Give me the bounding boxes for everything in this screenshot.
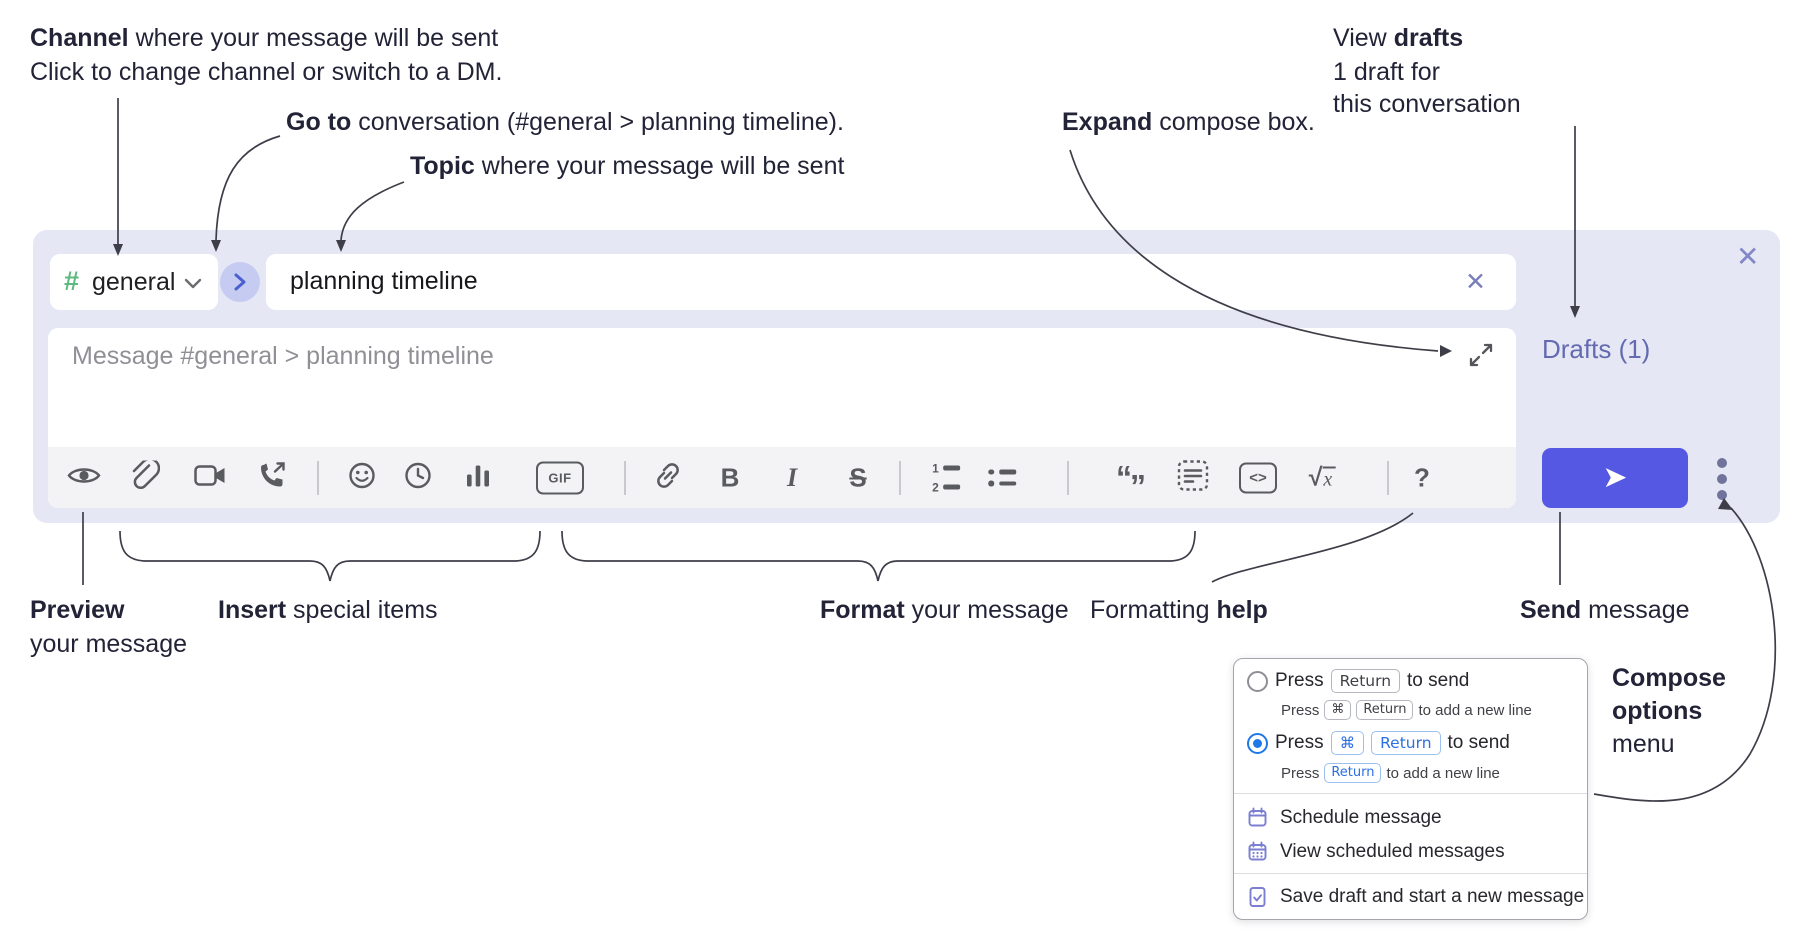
formatting-help-icon[interactable]: ?	[1414, 462, 1430, 492]
close-icon[interactable]: ✕	[1736, 240, 1760, 273]
annotation-send: Send message	[1520, 596, 1690, 624]
drafts-link[interactable]: Drafts (1)	[1542, 334, 1651, 364]
bulleted-list-icon[interactable]	[988, 469, 1016, 486]
toolbar-separator	[899, 460, 901, 495]
menu-item-save-draft[interactable]: Save draft and start a new message	[1247, 880, 1584, 913]
format-brace	[561, 530, 1196, 582]
menu-option-cmd-return-to-send[interactable]: Press ⌘ Return to send	[1247, 731, 1510, 755]
compose-options-button[interactable]	[1706, 452, 1740, 504]
annotation-channel-line2: Click to change channel or switch to a D…	[30, 58, 503, 86]
annotation-preview-line2: your message	[30, 630, 188, 658]
annotation-expand: Expand compose box.	[1062, 108, 1315, 136]
annotation-insert: Insert special items	[218, 596, 438, 624]
annotation-formatting-help: Formatting help	[1090, 596, 1268, 624]
key-return: Return	[1330, 669, 1401, 693]
channel-selector[interactable]: # general	[50, 254, 218, 310]
annotation-channel-bold: Channel	[30, 24, 129, 52]
bold-icon[interactable]: B	[720, 462, 740, 492]
message-input[interactable]: Message #general > planning timeline	[48, 328, 1516, 508]
expand-icon[interactable]	[1468, 342, 1494, 373]
italic-icon[interactable]: I	[786, 462, 798, 492]
blockquote-icon[interactable]: “”	[1116, 459, 1146, 504]
emoji-icon[interactable]	[348, 461, 376, 494]
menu-option1-subtext: Press ⌘ Return to add a new line	[1281, 700, 1532, 720]
annotation-view-drafts: View drafts	[1333, 24, 1464, 52]
topic-input[interactable]: planning timeline ✕	[266, 254, 1516, 310]
radio-selected-icon[interactable]	[1247, 732, 1268, 754]
annotation-format: Format your message	[820, 596, 1069, 624]
toolbar-separator	[624, 460, 626, 495]
send-icon: ➤	[1602, 460, 1628, 495]
menu-separator	[1234, 873, 1587, 874]
menu-item-schedule-message[interactable]: Schedule message	[1247, 802, 1442, 833]
strikethrough-icon[interactable]: S	[849, 462, 867, 492]
menu-item-view-scheduled[interactable]: View scheduled messages	[1247, 836, 1505, 867]
channel-hash-icon: #	[64, 266, 80, 296]
video-icon[interactable]	[194, 464, 226, 491]
annotation-view-drafts-line2: 1 draft for	[1333, 58, 1440, 86]
attachment-icon[interactable]	[128, 457, 161, 495]
menu-separator	[1234, 793, 1587, 794]
preview-icon[interactable]	[67, 464, 101, 491]
menu-option2-subtext: Press Return to add a new line	[1281, 763, 1500, 783]
ordered-list-icon[interactable]: 1 2	[932, 461, 960, 494]
key-cmd: ⌘	[1324, 700, 1352, 720]
insert-brace	[119, 530, 541, 582]
gif-icon[interactable]: GIF	[536, 461, 584, 494]
key-return: Return	[1371, 731, 1441, 755]
code-icon[interactable]: <>	[1239, 462, 1277, 493]
annotation-topic: Topic where your message will be sent	[410, 152, 845, 180]
menu-option-return-to-send[interactable]: Press Return to send	[1247, 669, 1469, 693]
toolbar-separator	[317, 460, 319, 495]
link-icon[interactable]	[653, 460, 683, 495]
draft-check-icon	[1247, 886, 1268, 908]
toolbar-separator	[1067, 460, 1069, 495]
goto-arrow-line	[215, 135, 281, 241]
key-return: Return	[1356, 700, 1414, 720]
channel-name: general	[92, 268, 176, 296]
message-placeholder: Message #general > planning timeline	[72, 342, 494, 370]
key-cmd: ⌘	[1330, 731, 1365, 755]
formatting-help-line	[1211, 512, 1414, 583]
formula-icon[interactable]: √x	[1309, 463, 1336, 492]
go-to-conversation-button[interactable]	[220, 262, 260, 302]
send-button[interactable]: ➤	[1542, 448, 1688, 508]
topic-value: planning timeline	[290, 267, 478, 295]
annotation-preview: Preview	[30, 596, 125, 624]
key-return: Return	[1324, 763, 1382, 783]
poll-icon[interactable]	[464, 462, 492, 493]
compose-options-menu: Press Return to send Press ⌘ Return to a…	[1233, 658, 1588, 920]
chevron-down-icon	[184, 278, 202, 289]
chevron-right-icon	[234, 273, 246, 291]
annotation-view-drafts-line3: this conversation	[1333, 90, 1521, 118]
recent-icon[interactable]	[404, 461, 432, 494]
radio-unselected-icon[interactable]	[1247, 670, 1268, 692]
annotation-goto: Go to conversation (#general > planning …	[286, 108, 844, 136]
annotation-channel: Channel where your message will be sent	[30, 24, 499, 52]
audio-call-icon[interactable]	[258, 461, 286, 494]
code-block-icon[interactable]	[1177, 459, 1209, 496]
formatting-toolbar: GIF B I S 1 2 “”	[48, 447, 1516, 508]
toolbar-separator	[1387, 460, 1389, 495]
calendar-list-icon	[1247, 841, 1268, 862]
clear-topic-icon[interactable]: ✕	[1465, 267, 1486, 296]
calendar-icon	[1247, 807, 1268, 828]
